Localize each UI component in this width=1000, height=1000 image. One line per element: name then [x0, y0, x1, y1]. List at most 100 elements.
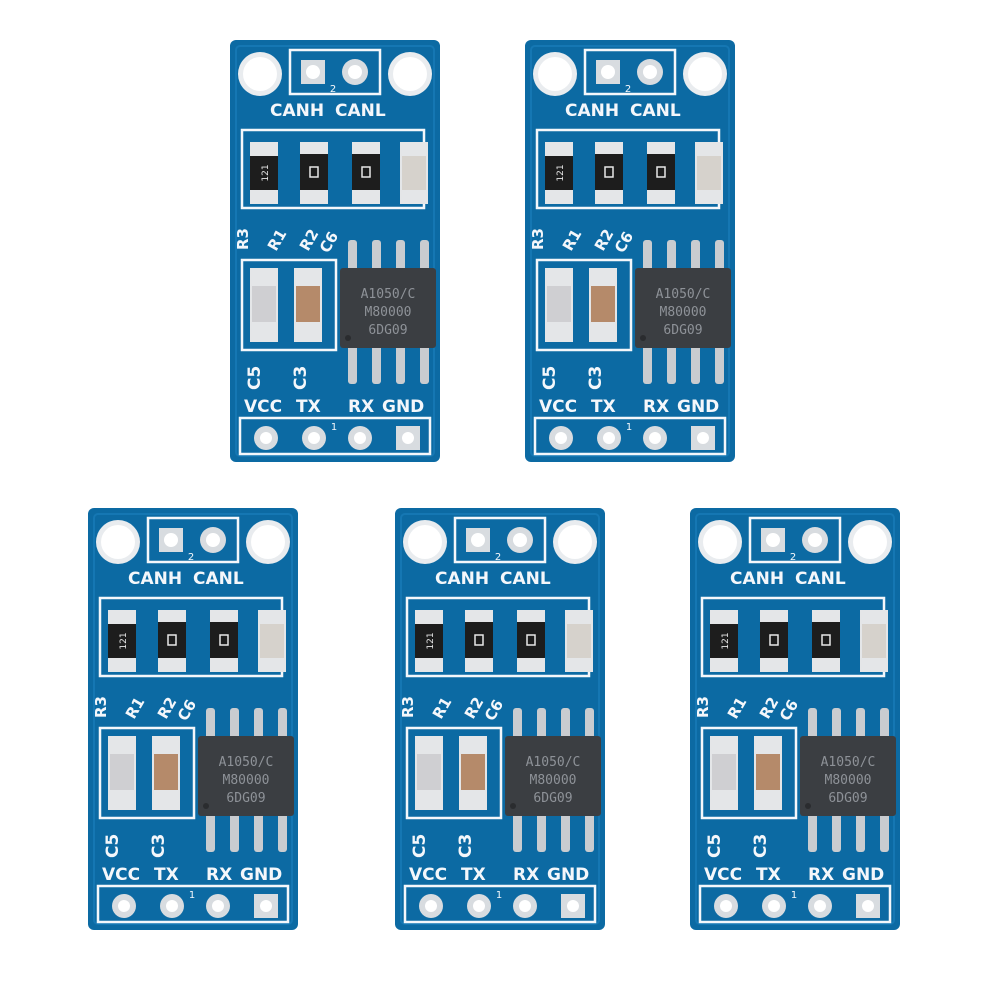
c3-label: C3	[751, 834, 771, 858]
canh-label: CANH	[435, 569, 489, 589]
r3-label: R3	[694, 696, 712, 718]
c3-label: C3	[456, 834, 476, 858]
can-module-board: 2 CANH CANL 121 R3 R1 R2 C6 C5	[690, 508, 900, 930]
c5-label: C5	[540, 366, 560, 390]
ic-pins-bottom	[348, 340, 429, 384]
svg-text:1: 1	[626, 422, 632, 433]
rx-label: RX	[348, 397, 374, 417]
tx-label: TX	[461, 865, 486, 885]
chip-marking-line1: A1050/C	[219, 755, 274, 770]
chip-marking-line2: M80000	[223, 773, 270, 788]
chip-marking-line3: 6DG09	[828, 791, 867, 806]
resistor-r3-code: 121	[556, 164, 566, 181]
vcc-label: VCC	[102, 865, 140, 885]
tx-label: TX	[296, 397, 321, 417]
ic-pins-bottom	[206, 808, 287, 852]
chip-marking-line2: M80000	[365, 305, 412, 320]
bottom-header-pins	[112, 894, 278, 918]
c5-label: C5	[245, 366, 265, 390]
gnd-label: GND	[382, 397, 424, 417]
canl-label: CANL	[500, 569, 551, 589]
bottom-header-pins	[714, 894, 880, 918]
svg-text:1: 1	[496, 890, 502, 901]
vcc-label: VCC	[244, 397, 282, 417]
transceiver-chip	[340, 268, 436, 348]
c3-label: C3	[586, 366, 606, 390]
gnd-label: GND	[842, 865, 884, 885]
transceiver-chip	[800, 736, 896, 816]
tx-label: TX	[154, 865, 179, 885]
c5-label: C5	[705, 834, 725, 858]
canh-label: CANH	[730, 569, 784, 589]
ic-pins-top	[643, 240, 724, 276]
bottom-header-pins	[419, 894, 585, 918]
r3-label: R3	[399, 696, 417, 718]
chip-marking-line3: 6DG09	[226, 791, 265, 806]
svg-text:1: 1	[331, 422, 337, 433]
pcb-body	[395, 508, 605, 930]
transceiver-chip	[505, 736, 601, 816]
canl-label: CANL	[630, 101, 681, 121]
can-module-board: 2 CANH CANL 121 R3 R1 R2 C6 C5	[88, 508, 298, 930]
svg-text:2: 2	[790, 552, 796, 563]
svg-text:2: 2	[625, 84, 631, 95]
rx-label: RX	[808, 865, 834, 885]
svg-text:1: 1	[791, 890, 797, 901]
ic-pins-top	[513, 708, 594, 744]
resistor-r3-code: 121	[119, 632, 129, 649]
chip-marking-line2: M80000	[825, 773, 872, 788]
rx-label: RX	[513, 865, 539, 885]
resistor-r3-code: 121	[426, 632, 436, 649]
chip-marking-line2: M80000	[530, 773, 577, 788]
can-module-board: 2 CANH CANL 121 R3 R1 R2 C6 C5	[525, 40, 735, 462]
chip-marking-line3: 6DG09	[533, 791, 572, 806]
pcb-body	[525, 40, 735, 462]
can-module-5: 2 CANH CANL 121 R3 R1 R2 C6 C5	[690, 508, 900, 930]
bottom-header-pins	[549, 426, 715, 450]
chip-marking-line1: A1050/C	[656, 287, 711, 302]
can-module-4: 2 CANH CANL 121 R3 R1 R2 C6 C5	[395, 508, 605, 930]
gnd-label: GND	[240, 865, 282, 885]
can-module-2: 2 CANH CANL 121 R3 R1 R2 C6 C5	[525, 40, 735, 462]
r3-label: R3	[529, 228, 547, 250]
c3-label: C3	[149, 834, 169, 858]
canh-label: CANH	[270, 101, 324, 121]
c5-label: C5	[410, 834, 430, 858]
c5-label: C5	[103, 834, 123, 858]
transceiver-chip	[198, 736, 294, 816]
ic-pins-bottom	[513, 808, 594, 852]
ic-pins-bottom	[808, 808, 889, 852]
bottom-header-pins	[254, 426, 420, 450]
chip-marking-line1: A1050/C	[821, 755, 876, 770]
svg-text:2: 2	[188, 552, 194, 563]
ic-pins-bottom	[643, 340, 724, 384]
canl-label: CANL	[795, 569, 846, 589]
resistor-r3-code: 121	[721, 632, 731, 649]
pcb-body	[690, 508, 900, 930]
canh-label: CANH	[565, 101, 619, 121]
tx-label: TX	[591, 397, 616, 417]
gnd-label: GND	[547, 865, 589, 885]
chip-marking-line3: 6DG09	[663, 323, 702, 338]
rx-label: RX	[643, 397, 669, 417]
ic-pins-top	[206, 708, 287, 744]
c3-label: C3	[291, 366, 311, 390]
can-module-board: 2 CANH CANL 121 R3 R1 R2 C6 C5	[395, 508, 605, 930]
chip-marking-line3: 6DG09	[368, 323, 407, 338]
chip-marking-line1: A1050/C	[526, 755, 581, 770]
svg-text:2: 2	[495, 552, 501, 563]
r3-label: R3	[92, 696, 110, 718]
svg-text:2: 2	[330, 84, 336, 95]
canh-label: CANH	[128, 569, 182, 589]
pcb-body	[230, 40, 440, 462]
svg-text:1: 1	[189, 890, 195, 901]
ic-pins-top	[348, 240, 429, 276]
transceiver-chip	[635, 268, 731, 348]
r3-label: R3	[234, 228, 252, 250]
canl-label: CANL	[193, 569, 244, 589]
gnd-label: GND	[677, 397, 719, 417]
can-module-1: 2 CANH CANL 121 R3 R1 R2 C6 C5	[230, 40, 440, 462]
ic-pins-top	[808, 708, 889, 744]
chip-marking-line1: A1050/C	[361, 287, 416, 302]
vcc-label: VCC	[539, 397, 577, 417]
